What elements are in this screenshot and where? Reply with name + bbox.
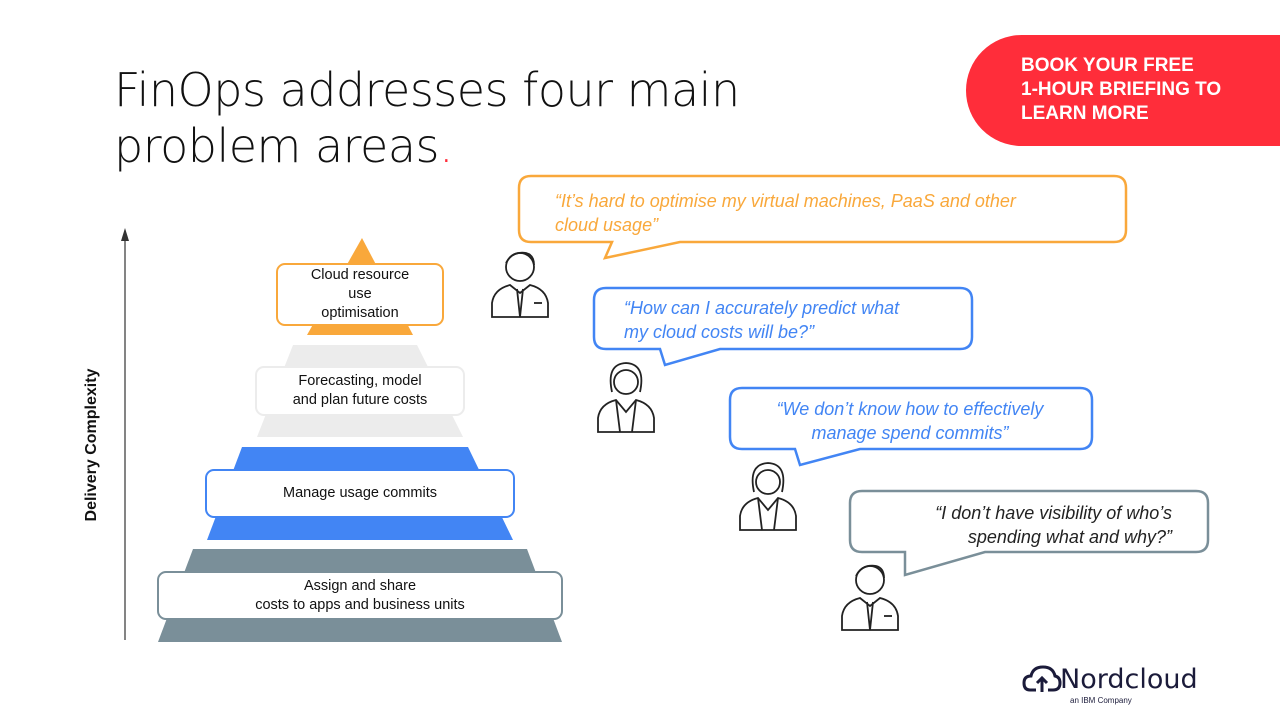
page-title: FinOps addresses four main problem areas… bbox=[114, 63, 740, 173]
nordcloud-logo-icon bbox=[1022, 665, 1062, 692]
speech-bubble-3 bbox=[728, 386, 1094, 467]
person-icon-man bbox=[841, 564, 899, 631]
person-icon-woman bbox=[739, 462, 797, 531]
quote-optimise: “It’s hard to optimise my virtual machin… bbox=[555, 191, 1016, 235]
person-icon-man bbox=[491, 251, 549, 318]
person-icon-woman bbox=[597, 362, 655, 433]
complexity-axis-arrow bbox=[121, 228, 129, 640]
speech-bubble-4 bbox=[848, 489, 1210, 577]
speech-bubble-1 bbox=[517, 174, 1128, 260]
book-briefing-button[interactable]: BOOK YOUR FREE 1-HOUR BRIEFING TO LEARN … bbox=[966, 35, 1280, 146]
speech-bubble-2 bbox=[592, 286, 974, 367]
delivery-complexity-label: Delivery Complexity bbox=[83, 368, 100, 522]
tier-manage-usage-commits: Manage usage commits bbox=[205, 469, 515, 518]
